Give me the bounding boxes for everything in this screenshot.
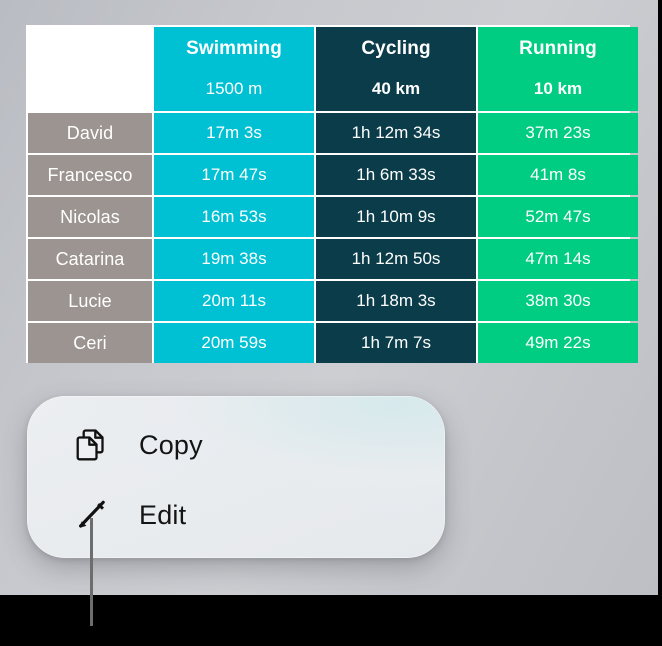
callout-leader-line (90, 518, 93, 626)
copy-icon (71, 424, 113, 466)
cell-running[interactable]: 38m 30s (478, 281, 638, 321)
header-distance-cycling: 40 km (371, 79, 421, 98)
header-cell-swimming[interactable]: Swimming 1500 m (154, 27, 314, 111)
header-cell-cycling[interactable]: Cycling 40 km (316, 27, 476, 111)
cell-running[interactable]: 49m 22s (478, 323, 638, 363)
header-swimming-inner: Swimming 1500 m (154, 27, 314, 111)
table-row[interactable]: Ceri 20m 59s 1h 7m 7s 49m 22s (28, 323, 638, 363)
cell-swimming[interactable]: 20m 59s (154, 323, 314, 363)
table-header-row: Swimming 1500 m Cycling 40 km Running 10… (28, 27, 638, 111)
cell-cycling[interactable]: 1h 12m 50s (316, 239, 476, 279)
cell-running[interactable]: 41m 8s (478, 155, 638, 195)
table-body: David 17m 3s 1h 12m 34s 37m 23s Francesc… (28, 113, 638, 363)
header-cell-running[interactable]: Running 10 km (478, 27, 638, 111)
canvas-right-edge (658, 0, 662, 595)
cell-name[interactable]: Francesco (28, 155, 152, 195)
cell-cycling[interactable]: 1h 7m 7s (316, 323, 476, 363)
table-row[interactable]: David 17m 3s 1h 12m 34s 37m 23s (28, 113, 638, 153)
context-menu-popup[interactable]: Copy Edit (27, 396, 445, 558)
cell-swimming[interactable]: 17m 47s (154, 155, 314, 195)
table-row[interactable]: Nicolas 16m 53s 1h 10m 9s 52m 47s (28, 197, 638, 237)
cell-name[interactable]: Lucie (28, 281, 152, 321)
cell-swimming[interactable]: 17m 3s (154, 113, 314, 153)
cell-running[interactable]: 37m 23s (478, 113, 638, 153)
cell-cycling[interactable]: 1h 10m 9s (316, 197, 476, 237)
table-row[interactable]: Catarina 19m 38s 1h 12m 50s 47m 14s (28, 239, 638, 279)
header-title-cycling: Cycling (361, 38, 431, 59)
header-running-inner: Running 10 km (478, 27, 638, 111)
triathlon-results-table[interactable]: Swimming 1500 m Cycling 40 km Running 10… (26, 25, 638, 363)
table-row[interactable]: Lucie 20m 11s 1h 18m 3s 38m 30s (28, 281, 638, 321)
menu-item-edit-label: Edit (139, 499, 187, 530)
cell-running[interactable]: 47m 14s (478, 239, 638, 279)
header-cell-blank[interactable] (28, 27, 152, 111)
table-row[interactable]: Francesco 17m 47s 1h 6m 33s 41m 8s (28, 155, 638, 195)
header-cycling-inner: Cycling 40 km (316, 27, 476, 111)
cell-name[interactable]: David (28, 113, 152, 153)
cell-cycling[interactable]: 1h 12m 34s (316, 113, 476, 153)
pencil-icon (71, 494, 113, 536)
cell-running[interactable]: 52m 47s (478, 197, 638, 237)
cell-cycling[interactable]: 1h 18m 3s (316, 281, 476, 321)
header-title-swimming: Swimming (186, 38, 282, 59)
header-distance-running: 10 km (533, 79, 583, 98)
header-title-running: Running (519, 38, 597, 59)
cell-name[interactable]: Nicolas (28, 197, 152, 237)
cell-name[interactable]: Ceri (28, 323, 152, 363)
cell-swimming[interactable]: 16m 53s (154, 197, 314, 237)
cell-swimming[interactable]: 20m 11s (154, 281, 314, 321)
cell-name[interactable]: Catarina (28, 239, 152, 279)
cell-cycling[interactable]: 1h 6m 33s (316, 155, 476, 195)
menu-item-copy-label: Copy (139, 429, 203, 460)
menu-item-copy[interactable]: Copy (27, 414, 445, 476)
cell-swimming[interactable]: 19m 38s (154, 239, 314, 279)
data-table: Swimming 1500 m Cycling 40 km Running 10… (26, 25, 640, 365)
menu-item-edit[interactable]: Edit (27, 484, 445, 546)
header-distance-swimming: 1500 m (205, 79, 263, 98)
